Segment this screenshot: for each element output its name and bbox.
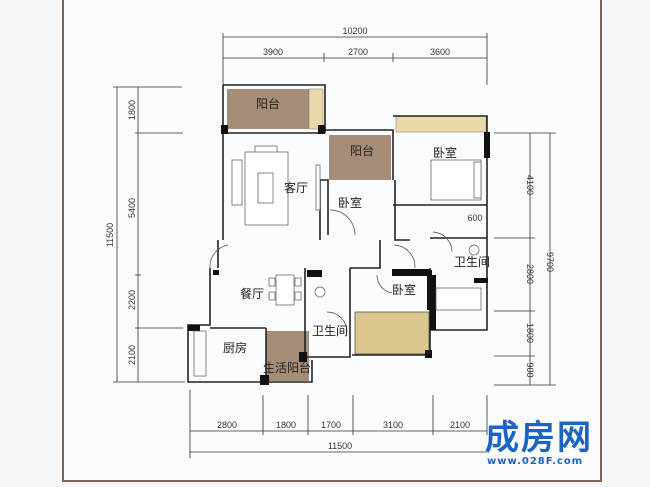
master-bed [430, 159, 482, 201]
logo-url: www.028F.com [487, 456, 584, 467]
dim-bottom-3: 1700 [321, 420, 341, 430]
site-logo: 成房网 www.028F.com [485, 420, 615, 467]
label-living-room: 客厅 [284, 180, 308, 195]
balcony-secondary-fill [329, 135, 391, 180]
toilet-master [468, 244, 480, 256]
walls [187, 84, 488, 383]
dim-left-4: 2100 [127, 345, 137, 365]
dim-left-2: 5400 [127, 198, 137, 218]
balcony-cabinet [308, 88, 324, 130]
dim-bottom-2: 1800 [276, 420, 296, 430]
balcony-main-fill [227, 89, 309, 129]
dim-left-1: 1800 [127, 100, 137, 120]
dimension-lines [113, 33, 556, 458]
label-utility-balcony: 生活阳台 [263, 360, 311, 375]
dim-top-2: 2700 [348, 47, 368, 57]
bathtub [435, 287, 482, 311]
living-room-furniture [231, 145, 321, 226]
label-balcony-secondary: 阳台 [350, 143, 374, 158]
dim-left-total: 11500 [105, 223, 115, 247]
kitchen-counter [193, 330, 207, 377]
label-bedroom-master: 卧室 [433, 145, 457, 160]
label-bedroom-small: 卧室 [338, 195, 362, 210]
logo-name: 成房网 [485, 418, 593, 458]
dim-right-3: 1800 [525, 323, 535, 343]
label-bedroom-third: 卧室 [392, 282, 416, 297]
dim-top-1: 3900 [263, 47, 283, 57]
dim-bottom-4: 3100 [383, 420, 403, 430]
dim-right-total: 9700 [545, 252, 555, 272]
door-swings [209, 209, 453, 333]
dim-top-3: 3600 [430, 47, 450, 57]
label-closet-mark: 600 [467, 213, 482, 223]
dining-table [268, 274, 302, 306]
dim-right-1: 4100 [525, 175, 535, 195]
dim-top-total: 10200 [342, 26, 367, 36]
image-frame [62, 0, 602, 482]
dim-left-3: 2200 [127, 290, 137, 310]
bed-third-room [354, 311, 430, 355]
label-kitchen: 厨房 [223, 340, 247, 355]
wall-columns [188, 125, 490, 385]
label-dining-room: 餐厅 [240, 286, 264, 301]
dim-bottom-total: 11500 [328, 441, 352, 451]
wardrobe [395, 115, 487, 133]
toilet-common [314, 286, 326, 298]
dim-right-2: 2800 [525, 264, 535, 284]
dim-bottom-1: 2800 [217, 420, 237, 430]
label-balcony-main: 阳台 [256, 96, 280, 111]
dim-bottom-5: 2100 [450, 420, 470, 430]
dim-right-4: 900 [525, 362, 535, 377]
label-bathroom-master: 卫生间 [454, 255, 490, 269]
label-bathroom-common: 卫生间 [312, 324, 348, 338]
